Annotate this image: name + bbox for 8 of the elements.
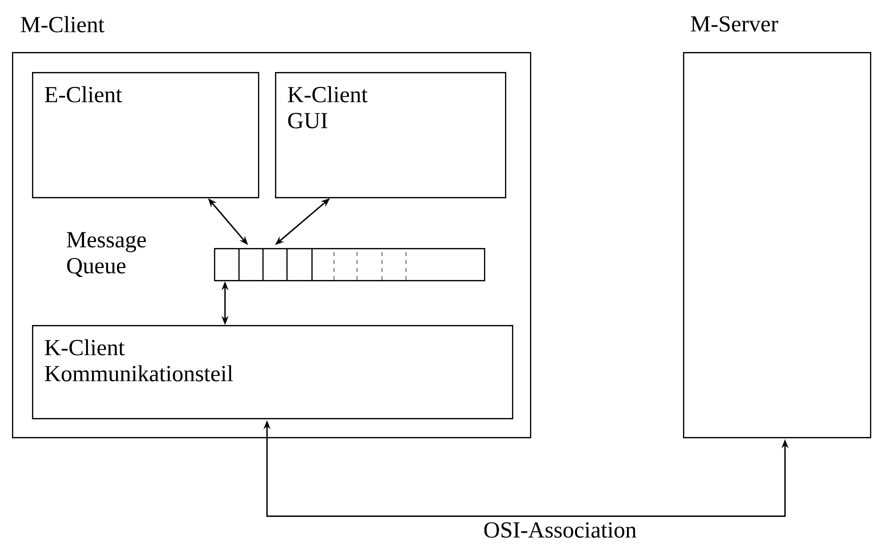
node-label: E-Client — [44, 86, 122, 102]
edge-label: OSI-Association — [482, 521, 638, 539]
queue-bar — [214, 248, 486, 282]
node-label: M-Server — [690, 16, 778, 32]
node-label: M-Client — [20, 16, 104, 32]
queue-label: Message Queue — [66, 232, 146, 277]
node-label: K-Client GUI — [288, 86, 368, 128]
node-label: K-Client Kommunikationsteil — [44, 339, 233, 382]
